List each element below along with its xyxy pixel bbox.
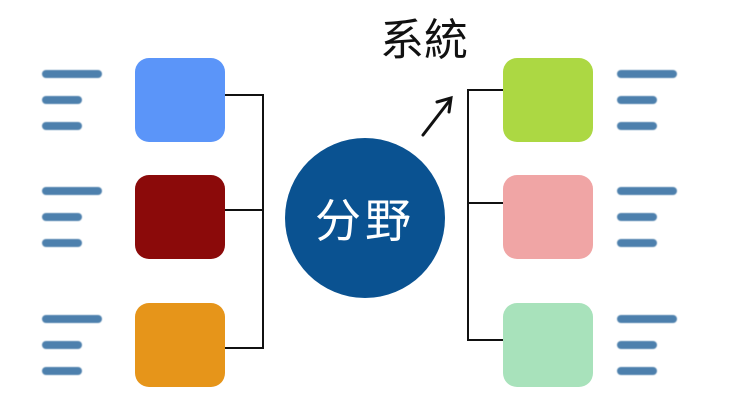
connector-line [225, 209, 264, 211]
annotation-label: 系統 [380, 15, 468, 66]
text-placeholder-bar [617, 341, 657, 349]
text-placeholder-bar [617, 367, 657, 375]
text-placeholder-bar [617, 315, 677, 323]
text-placeholder-bar [42, 341, 82, 349]
category-box [503, 58, 593, 142]
text-placeholder-bar [42, 213, 82, 221]
text-placeholder-bar [617, 70, 677, 78]
category-box [503, 175, 593, 259]
category-box [135, 175, 225, 259]
text-placeholder-bar [42, 187, 102, 195]
text-placeholder-bar [617, 239, 657, 247]
connector-line [467, 339, 504, 341]
center-label: 分野 [315, 194, 415, 248]
arrow-icon [421, 95, 453, 137]
connector-line [225, 94, 264, 96]
text-placeholder-bar [42, 315, 102, 323]
text-placeholder-bar [42, 122, 82, 130]
text-placeholder-bar [617, 187, 677, 195]
category-box [503, 303, 593, 387]
text-placeholder-bar [42, 239, 82, 247]
text-placeholder-bar [617, 122, 657, 130]
center-node: 分野 [285, 138, 445, 298]
text-placeholder-bar [617, 213, 657, 221]
category-box [135, 303, 225, 387]
text-placeholder-bar [617, 96, 657, 104]
bracket-line [262, 94, 264, 349]
category-box [135, 58, 225, 142]
text-placeholder-bar [42, 96, 82, 104]
text-placeholder-bar [42, 367, 82, 375]
connector-line [467, 202, 504, 204]
text-placeholder-bar [42, 70, 102, 78]
connector-line [225, 347, 264, 349]
bracket-line [467, 89, 469, 341]
connector-line [467, 89, 504, 91]
